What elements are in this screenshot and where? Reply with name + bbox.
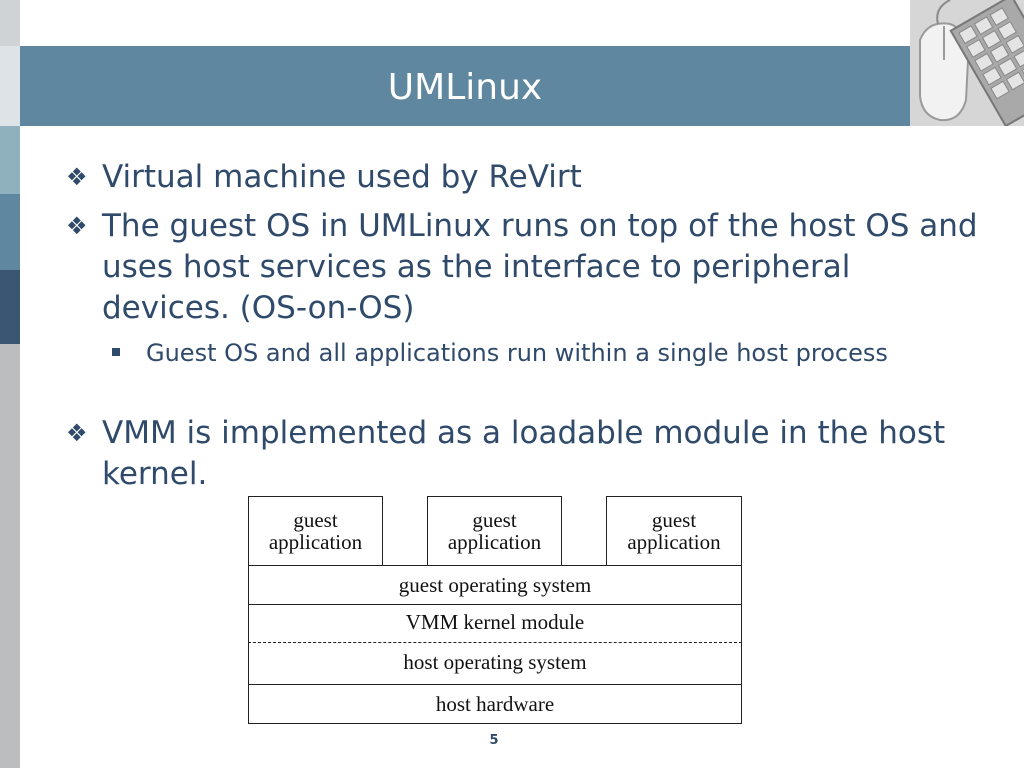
guest-os-layer: guest operating system	[248, 565, 742, 605]
square-bullet-icon	[112, 348, 120, 356]
title-bar: UMLinux	[20, 46, 910, 126]
left-strip-segment	[0, 194, 20, 270]
page-number: 5	[489, 733, 499, 748]
box-label: guest	[293, 508, 338, 532]
left-strip-segment	[0, 126, 20, 194]
keyboard-mouse-icon	[910, 0, 1024, 126]
keyboard-mouse-image	[910, 0, 1024, 126]
bullet-item: ❖ The guest OS in UMLinux runs on top of…	[66, 206, 982, 329]
diamond-bullet-icon: ❖	[66, 163, 88, 191]
dashed-divider	[248, 642, 742, 643]
bullet-text: VMM is implemented as a loadable module …	[102, 415, 946, 492]
left-strip-segment	[0, 0, 20, 46]
bullet-text: The guest OS in UMLinux runs on top of t…	[102, 208, 978, 326]
diamond-bullet-icon: ❖	[66, 212, 88, 240]
diamond-bullet-icon: ❖	[66, 419, 88, 447]
bullet-text: Virtual machine used by ReVirt	[102, 159, 582, 195]
box-label: guest	[472, 508, 517, 532]
sub-bullet-item: Guest OS and all applications run within…	[112, 336, 946, 370]
box-label: application	[447, 530, 542, 554]
host-hardware-layer: host hardware	[248, 684, 742, 724]
bullet-item: ❖ Virtual machine used by ReVirt	[66, 157, 982, 198]
layer-label: VMM kernel module	[405, 610, 585, 634]
layer-label: host operating system	[403, 650, 587, 674]
host-kernel-layer: VMM kernel module host operating system	[248, 604, 742, 684]
box-label: guest	[651, 508, 697, 532]
box-label: application	[268, 530, 363, 554]
box-label: application	[627, 530, 721, 554]
slide-title: UMLinux	[387, 67, 543, 108]
left-strip-segment	[0, 270, 20, 344]
layer-label: guest operating system	[398, 573, 592, 597]
bullet-item: ❖ VMM is implemented as a loadable modul…	[66, 413, 982, 495]
sub-bullet-text: Guest OS and all applications run within…	[146, 339, 888, 367]
left-strip-segment	[0, 344, 20, 768]
left-strip-segment	[0, 46, 20, 126]
layer-label: host hardware	[435, 692, 555, 716]
